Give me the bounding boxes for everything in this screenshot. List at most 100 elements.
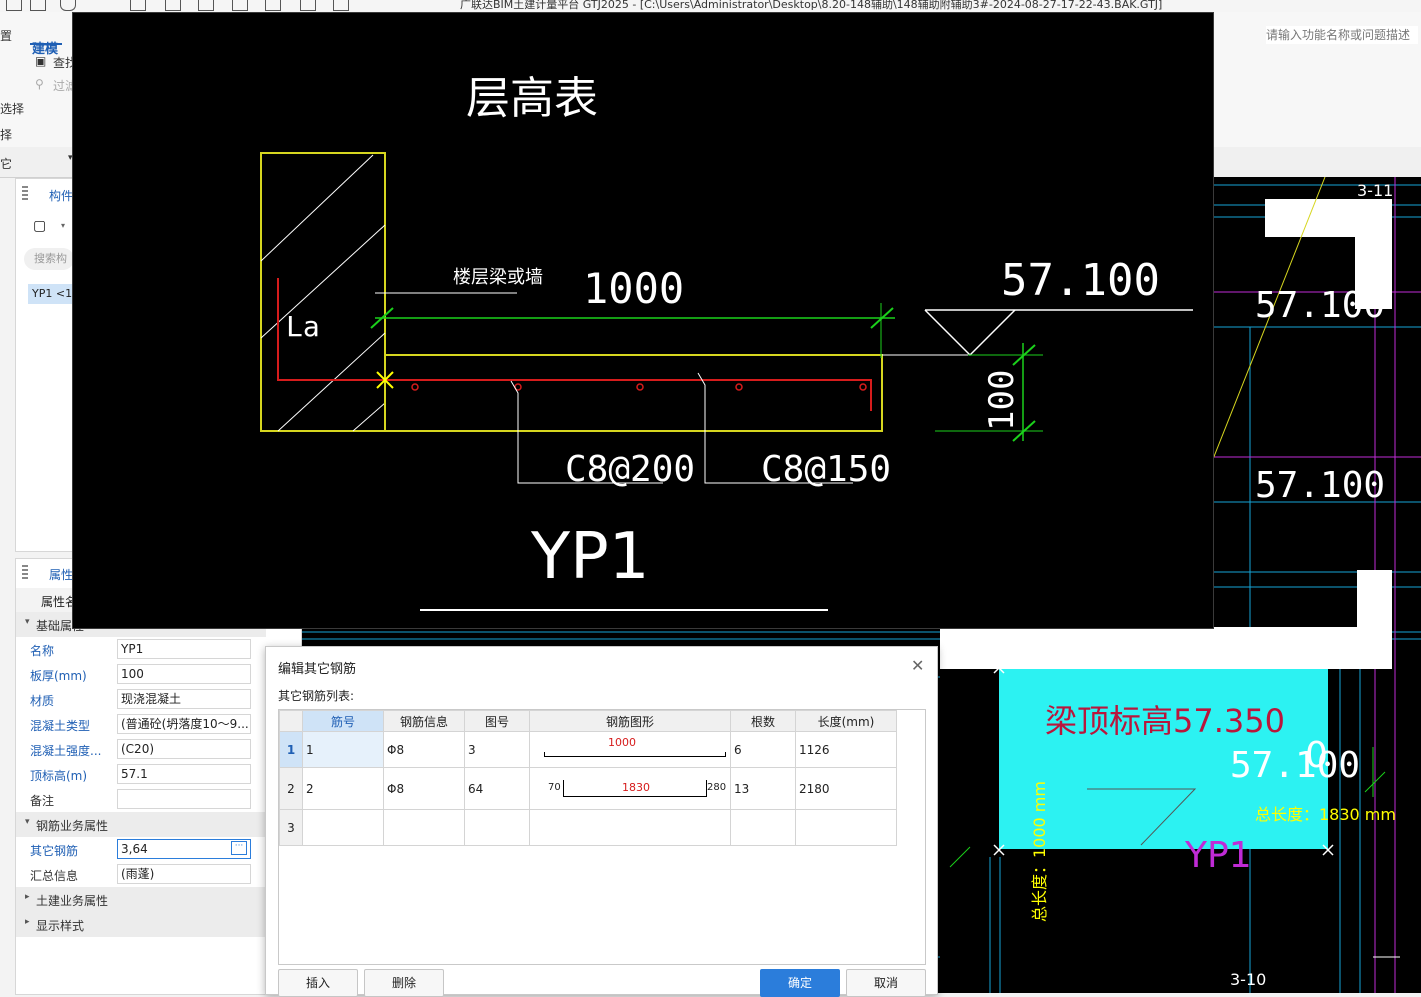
partial-digit: 0 (1305, 735, 1328, 776)
grid-icon[interactable] (165, 0, 181, 11)
selected-slab[interactable]: 梁顶标高57.350 57.100 0 YP1 总长度：1830 mm 总长度：… (999, 669, 1396, 922)
new-component-icon[interactable]: ▢ (33, 218, 47, 234)
window-title: 广联达BIM土建计量平台 GTJ2025 - [C:\Users\Adminis… (460, 0, 1163, 11)
select-cut[interactable]: 择 (0, 128, 13, 142)
cancel-button[interactable]: 取消 (846, 969, 926, 997)
rebar-info-cell[interactable] (383, 809, 465, 846)
rebar-spec-a: C8@200 (565, 449, 695, 490)
filter-icon[interactable]: ⚲ (35, 77, 44, 91)
chevron-right-icon[interactable]: ▸ (25, 917, 30, 927)
view-icon[interactable] (333, 0, 349, 11)
component-panel (15, 178, 75, 552)
bar-no-cell[interactable] (302, 809, 384, 846)
column-header[interactable]: 长度(mm) (795, 710, 897, 732)
section-display[interactable]: ▸ 显示样式 (16, 912, 266, 937)
bar-no-cell[interactable]: 1 (302, 731, 384, 768)
table-icon[interactable] (198, 0, 214, 11)
figure-no-cell[interactable]: 64 (464, 767, 530, 810)
tab-model[interactable]: 建模 (32, 42, 59, 57)
chevron-down-icon[interactable]: ▾ (25, 617, 30, 627)
property-label: 其它钢筋 (30, 844, 79, 858)
property-value[interactable]: 57.1 (117, 764, 251, 784)
property-value[interactable]: (雨蓬) (117, 864, 251, 884)
property-value[interactable] (117, 789, 251, 809)
count-cell[interactable] (730, 809, 796, 846)
filter-button[interactable]: 过滤 (53, 79, 78, 93)
drawing-preview-popup[interactable]: 层高表 La 楼层梁或墙 1000 57.100 (72, 12, 1214, 629)
property-value[interactable]: YP1 (117, 639, 251, 659)
shape-right-hook: 280 (707, 782, 727, 793)
property-row: 混凝土类型(普通砼(坍落度10～9... (16, 712, 266, 737)
figure-no-cell[interactable]: 3 (464, 731, 530, 768)
section-label: 显示样式 (36, 919, 85, 933)
column-header[interactable]: 钢筋信息 (383, 710, 465, 732)
toolstrip-cut[interactable]: 它 (0, 157, 13, 171)
elevation-text-3: 57.100 (1230, 745, 1360, 786)
rebar-list-label: 其它钢筋列表: (278, 689, 355, 703)
bar-no-cell[interactable]: 2 (302, 767, 384, 810)
drag-handle[interactable] (22, 565, 28, 579)
beam-label: 楼层梁或墙 (453, 267, 543, 288)
rebar-shape-line (544, 752, 726, 757)
table-row[interactable]: 3 (279, 809, 897, 846)
property-value[interactable]: 现浇混凝土 (117, 689, 251, 709)
length-cell[interactable]: 2180 (795, 767, 897, 810)
row-number[interactable]: 3 (279, 809, 303, 846)
chevron-down-icon[interactable]: ▾ (25, 817, 30, 827)
rebar-info-cell[interactable]: Φ8 (383, 731, 465, 768)
undo-icon[interactable] (60, 0, 76, 11)
other-rebar-value[interactable]: 3,64 (117, 839, 251, 859)
sum-icon[interactable] (130, 0, 146, 11)
rebar-info-cell[interactable]: Φ8 (383, 767, 465, 810)
section-civil[interactable]: ▸土建业务属性 (16, 887, 266, 912)
property-value[interactable]: 100 (117, 664, 251, 684)
find-button[interactable]: 查找 (53, 56, 78, 70)
figure-no-cell[interactable] (464, 809, 530, 846)
property-row: 其它钢筋 3,64··· (16, 837, 266, 862)
property-value[interactable]: (普通砼(坍落度10～9... (117, 714, 251, 734)
drag-handle[interactable] (22, 186, 28, 200)
component-list-item[interactable]: YP1 <1 (28, 284, 74, 304)
column-header[interactable]: 钢筋图形 (529, 710, 731, 732)
edit-icon[interactable] (265, 0, 281, 11)
column-header[interactable]: 图号 (464, 710, 530, 732)
table-icon[interactable] (232, 0, 248, 11)
more-icon[interactable]: ··· (231, 841, 247, 855)
layer-icon[interactable] (300, 0, 316, 11)
component-search-input[interactable]: 搜索构 (24, 248, 74, 270)
property-row: 名称 YP1 (16, 637, 266, 662)
chevron-right-icon[interactable]: ▸ (25, 892, 30, 902)
property-label: 名称 (30, 644, 55, 658)
row-number[interactable]: 2 (279, 767, 303, 810)
chevron-down-icon[interactable]: ▾ (61, 221, 66, 230)
column-header[interactable]: 筋号 (302, 710, 384, 732)
table-row[interactable]: 2 2 Φ8 64 70 1830 280 13 2180 (279, 767, 897, 810)
row-number[interactable]: 1 (279, 731, 303, 768)
save-icon[interactable] (6, 0, 22, 11)
save-icon[interactable] (30, 0, 46, 11)
property-label: 汇总信息 (30, 869, 79, 883)
rebar-shape-cell[interactable] (529, 809, 731, 846)
table-row[interactable]: 1 1 Φ8 3 1000 6 1126 (279, 731, 897, 768)
find-icon[interactable]: ▣ (35, 54, 47, 68)
select-dropdown[interactable]: 选择 (0, 102, 25, 116)
section-rebar[interactable]: ▾钢筋业务属性 (16, 812, 266, 837)
tab-component[interactable]: 构件 (49, 189, 74, 203)
count-cell[interactable]: 13 (730, 767, 796, 810)
shape-left-hook: 70 (548, 782, 561, 793)
close-icon[interactable]: ✕ (911, 656, 925, 675)
count-cell[interactable]: 6 (730, 731, 796, 768)
grid-label-bottom: 3-10 (1230, 970, 1266, 989)
chevron-down-icon[interactable]: ▾ (68, 153, 73, 163)
column-header[interactable]: 根数 (730, 710, 796, 732)
feature-search-input[interactable]: 请输入功能名称或问题描述 (1266, 26, 1418, 44)
rebar-shape-cell[interactable]: 70 1830 280 (529, 767, 731, 810)
property-value[interactable]: (C20) (117, 739, 251, 759)
length-cell[interactable]: 1126 (795, 731, 897, 768)
property-row: 汇总信息 (雨蓬) (16, 862, 266, 887)
slab-name: YP1 (1184, 835, 1252, 876)
ribbon-tab-cut[interactable]: 置 (0, 29, 13, 43)
tab-properties[interactable]: 属性 (49, 568, 74, 582)
length-cell[interactable] (795, 809, 897, 846)
rebar-shape-cell[interactable]: 1000 (529, 731, 731, 768)
